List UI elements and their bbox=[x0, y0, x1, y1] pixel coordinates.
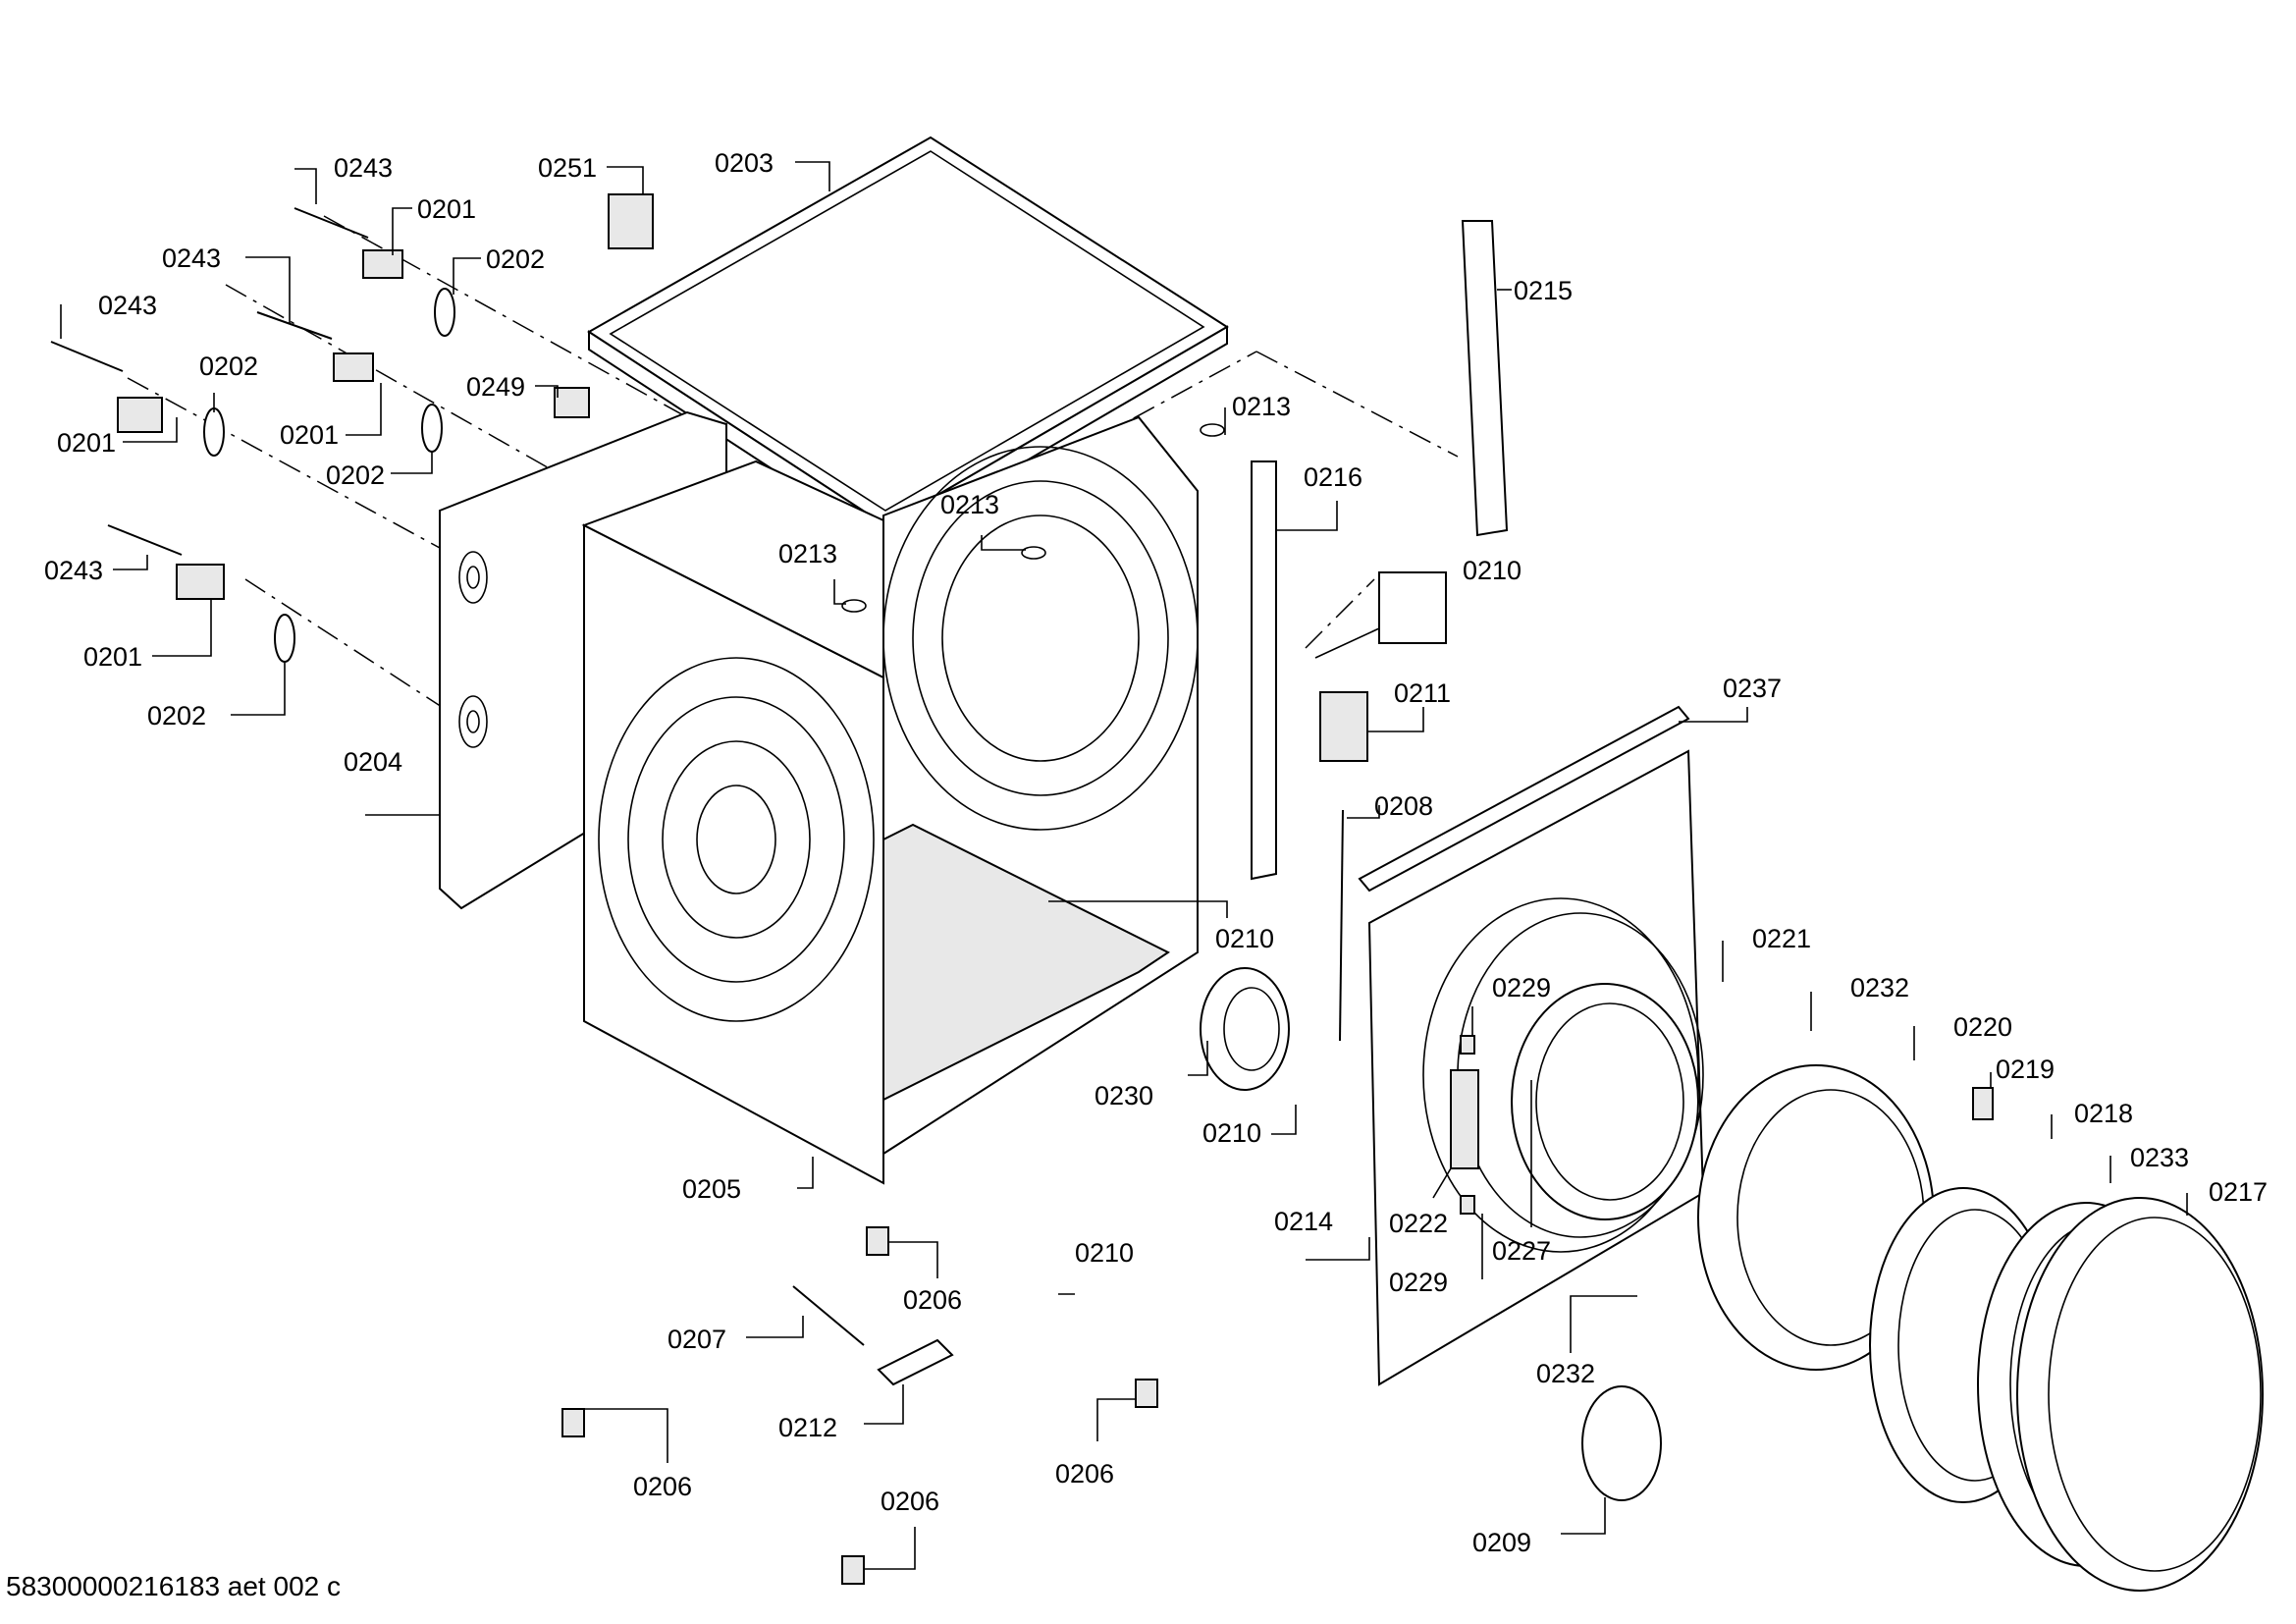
callout-0249: 0249 bbox=[466, 372, 525, 402]
callout-0202: 0202 bbox=[486, 244, 545, 274]
callout-0229: 0229 bbox=[1492, 973, 1551, 1002]
callout-0206: 0206 bbox=[1055, 1459, 1114, 1489]
callout-0210: 0210 bbox=[1202, 1118, 1261, 1148]
callout-0243: 0243 bbox=[98, 291, 157, 320]
callout-0221: 0221 bbox=[1752, 924, 1811, 953]
callout-0227: 0227 bbox=[1492, 1236, 1551, 1266]
callout-0210: 0210 bbox=[1463, 556, 1522, 585]
callout-0210: 0210 bbox=[1215, 924, 1274, 953]
callout-0205: 0205 bbox=[682, 1174, 741, 1204]
callout-0201: 0201 bbox=[417, 194, 476, 224]
leader-lines bbox=[60, 161, 2188, 1570]
callout-0243: 0243 bbox=[162, 244, 221, 273]
callout-0215: 0215 bbox=[1514, 276, 1573, 305]
callout-0219: 0219 bbox=[1996, 1055, 2055, 1084]
callout-0216: 0216 bbox=[1304, 462, 1362, 492]
callout-0201: 0201 bbox=[280, 420, 339, 450]
callout-0243: 0243 bbox=[44, 556, 103, 585]
callout-0243: 0243 bbox=[334, 153, 393, 183]
callout-0237: 0237 bbox=[1723, 674, 1782, 703]
callout-0209: 0209 bbox=[1472, 1528, 1531, 1557]
callout-0206: 0206 bbox=[881, 1487, 939, 1516]
callout-labels: 0243 0201 0243 0202 0243 0202 0201 0201 … bbox=[44, 148, 2268, 1557]
callout-0203: 0203 bbox=[715, 148, 774, 178]
callout-0229: 0229 bbox=[1389, 1268, 1448, 1297]
callout-0214: 0214 bbox=[1274, 1207, 1333, 1236]
callout-0232: 0232 bbox=[1850, 973, 1909, 1002]
callout-0202: 0202 bbox=[147, 701, 206, 731]
callout-0222: 0222 bbox=[1389, 1209, 1448, 1238]
callout-0201: 0201 bbox=[57, 428, 116, 458]
small-parts bbox=[50, 193, 1994, 1585]
callout-0217: 0217 bbox=[2209, 1177, 2268, 1207]
callout-0218: 0218 bbox=[2074, 1099, 2133, 1128]
callout-0213: 0213 bbox=[1232, 392, 1291, 421]
callout-0233: 0233 bbox=[2130, 1143, 2189, 1172]
callout-0251: 0251 bbox=[538, 153, 597, 183]
callout-0206: 0206 bbox=[633, 1472, 692, 1501]
callout-0232: 0232 bbox=[1536, 1359, 1595, 1388]
callout-0208: 0208 bbox=[1374, 791, 1433, 821]
callout-0201: 0201 bbox=[83, 642, 142, 672]
door-rings bbox=[1511, 983, 2264, 1592]
callout-0202: 0202 bbox=[326, 460, 385, 490]
callout-0206: 0206 bbox=[903, 1285, 962, 1315]
cabinet bbox=[581, 415, 1199, 1185]
callout-0220: 0220 bbox=[1953, 1012, 2012, 1042]
callout-0212: 0212 bbox=[778, 1413, 837, 1442]
callout-0213: 0213 bbox=[778, 539, 837, 568]
callout-0210: 0210 bbox=[1075, 1238, 1134, 1268]
callout-0213: 0213 bbox=[940, 490, 999, 519]
document-id: 58300000216183 aet 002 c bbox=[6, 1571, 341, 1601]
callout-0202: 0202 bbox=[199, 352, 258, 381]
callout-0204: 0204 bbox=[344, 747, 402, 777]
callout-0230: 0230 bbox=[1095, 1081, 1153, 1110]
callout-0211: 0211 bbox=[1394, 678, 1451, 708]
callout-0207: 0207 bbox=[667, 1325, 726, 1354]
